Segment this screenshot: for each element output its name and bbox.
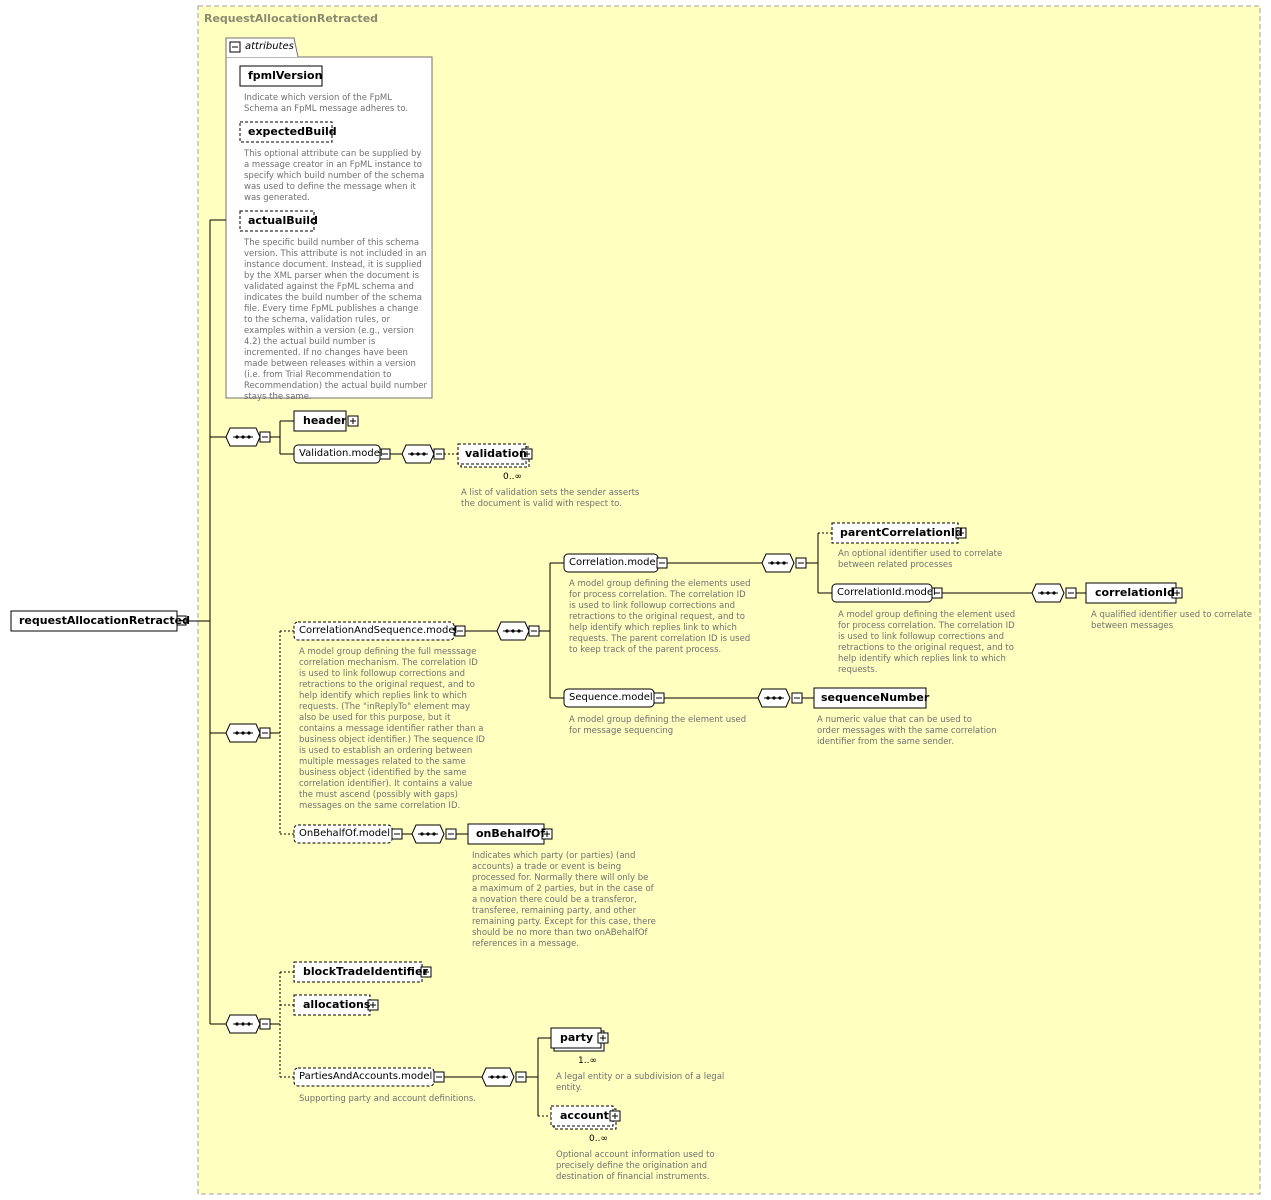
- party-doc: A legal entity or a subdivision of a leg…: [556, 1072, 725, 1093]
- parties-and-accounts-model-box[interactable]: [293, 1067, 435, 1087]
- party-cardinality: 1..∞: [578, 1056, 597, 1066]
- correlation-id-label: correlationId: [1095, 586, 1175, 599]
- attr-actualbuild-box[interactable]: [239, 210, 315, 232]
- root-element-label: requestAllocationRetracted: [19, 614, 190, 627]
- attr-expectedbuild-doc: This optional attribute can be supplied …: [244, 149, 425, 203]
- on-behalf-of-label: onBehalfOf: [476, 827, 546, 840]
- sequence-model-label: Sequence.model: [569, 692, 653, 703]
- allocations-label: allocations: [303, 998, 371, 1011]
- correlation-and-sequence-model-label: CorrelationAndSequence.model: [299, 625, 458, 636]
- attributes-tab-label: attributes: [245, 41, 294, 52]
- attributes-tab: [225, 37, 299, 58]
- attr-expectedbuild-label: expectedBuild: [248, 125, 337, 138]
- correlation-id-model-label: CorrelationId.model: [837, 587, 936, 598]
- account-doc: Optional account information used to pre…: [556, 1150, 715, 1182]
- header-element-box[interactable]: [293, 410, 347, 432]
- correlation-model-label: Correlation.model: [569, 557, 659, 568]
- correlation-and-sequence-model-doc: A model group defining the full messsage…: [299, 647, 485, 811]
- attr-expectedbuild-box[interactable]: [239, 121, 333, 143]
- account-label: account: [560, 1109, 609, 1122]
- attr-actualbuild-label: actualBuild: [248, 214, 318, 227]
- parent-correlation-id-doc: An optional identifier used to correlate…: [838, 549, 1003, 570]
- attr-fpmlversion-label: fpmlVersion: [248, 69, 323, 82]
- validation-doc: A list of validation sets the sender ass…: [461, 488, 640, 509]
- sequence-number-label: sequenceNumber: [821, 691, 930, 704]
- attr-fpmlversion-box[interactable]: [239, 65, 323, 87]
- correlation-and-sequence-model-box[interactable]: [293, 621, 455, 641]
- attr-fpmlversion-doc: Indicate which version of the FpML Schem…: [244, 93, 409, 114]
- correlation-model-doc: A model group defining the elements used…: [569, 579, 751, 655]
- block-trade-identifier-label: blockTradeIdentifier: [303, 965, 428, 978]
- on-behalf-of-model-label: OnBehalfOf.model: [299, 828, 390, 839]
- parent-correlation-id-label: parentCorrelationId: [840, 526, 963, 539]
- party-label: party: [560, 1031, 594, 1044]
- account-cardinality: 0..∞: [589, 1134, 608, 1144]
- parties-and-accounts-model-doc: Supporting party and account definitions…: [299, 1094, 477, 1104]
- validation-model-label: Validation.model: [299, 448, 383, 459]
- correlation-id-doc: A qualified identifier used to correlate…: [1091, 610, 1253, 631]
- sequence-number-doc: A numeric value that can be used to orde…: [817, 715, 997, 747]
- sequence-model-doc: A model group defining the element used …: [569, 715, 747, 736]
- header-label: header: [303, 414, 347, 427]
- on-behalf-of-doc: Indicates which party (or parties) (and …: [472, 851, 656, 949]
- parties-and-accounts-model-label: PartiesAndAccounts.model: [299, 1071, 433, 1082]
- sequence-number-box[interactable]: [813, 687, 927, 709]
- attr-actualbuild-doc: The specific build number of this schema…: [244, 238, 428, 402]
- validation-label: validation: [465, 447, 527, 460]
- validation-cardinality: 0..∞: [503, 472, 522, 482]
- correlation-id-model-doc: A model group defining the element used …: [838, 610, 1016, 675]
- complex-type-title: RequestAllocationRetracted: [204, 12, 379, 25]
